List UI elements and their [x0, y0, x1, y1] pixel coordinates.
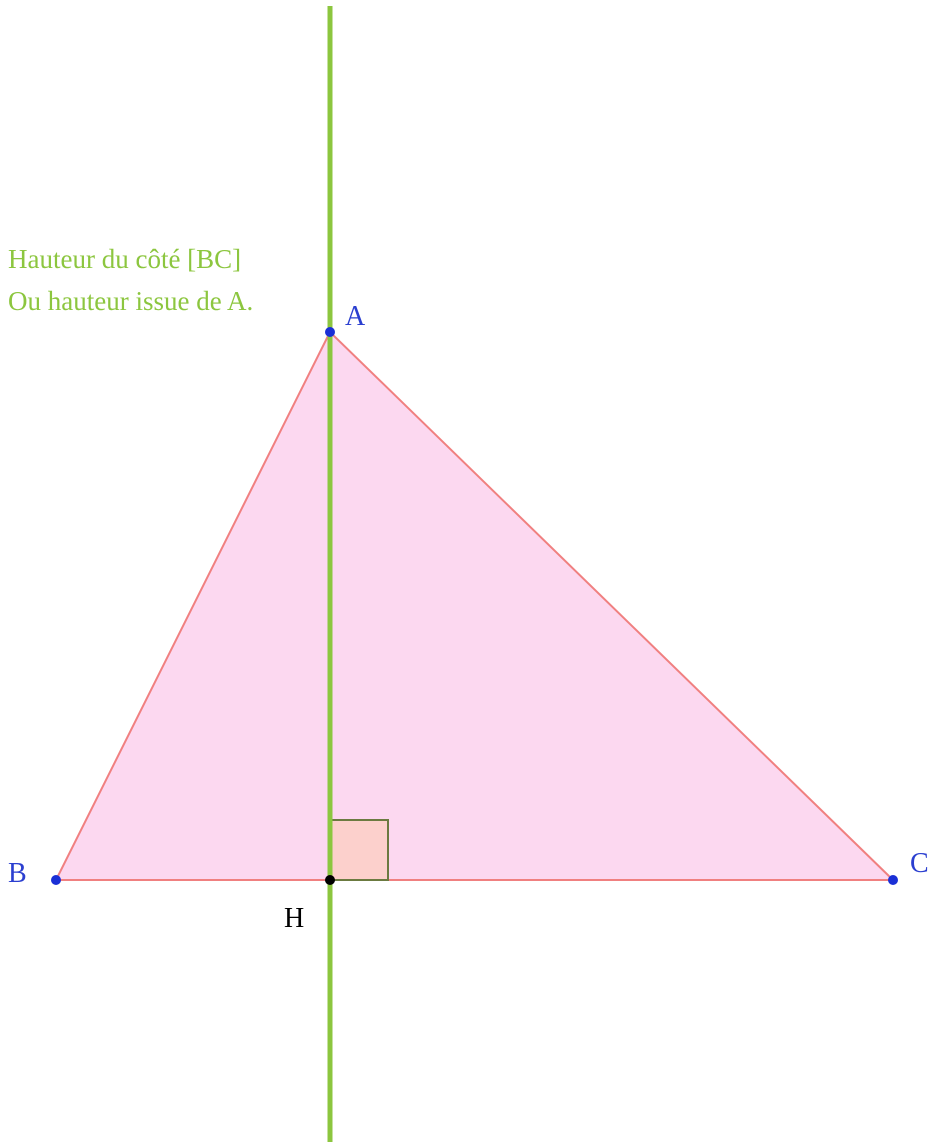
point-a: [325, 327, 335, 337]
point-c-label: C: [910, 848, 929, 879]
right-angle-marker: [329, 819, 389, 881]
point-a-label: A: [345, 301, 366, 332]
altitude-caption-line1: Hauteur du côté [BC]: [8, 244, 241, 274]
point-h-label: H: [284, 903, 304, 934]
triangle-abc: [54, 330, 896, 881]
point-c: [888, 875, 898, 885]
point-b-label: B: [8, 858, 27, 889]
altitude-caption-line2: Ou hauteur issue de A.: [8, 286, 253, 316]
point-h: [325, 875, 335, 885]
point-b: [51, 875, 61, 885]
